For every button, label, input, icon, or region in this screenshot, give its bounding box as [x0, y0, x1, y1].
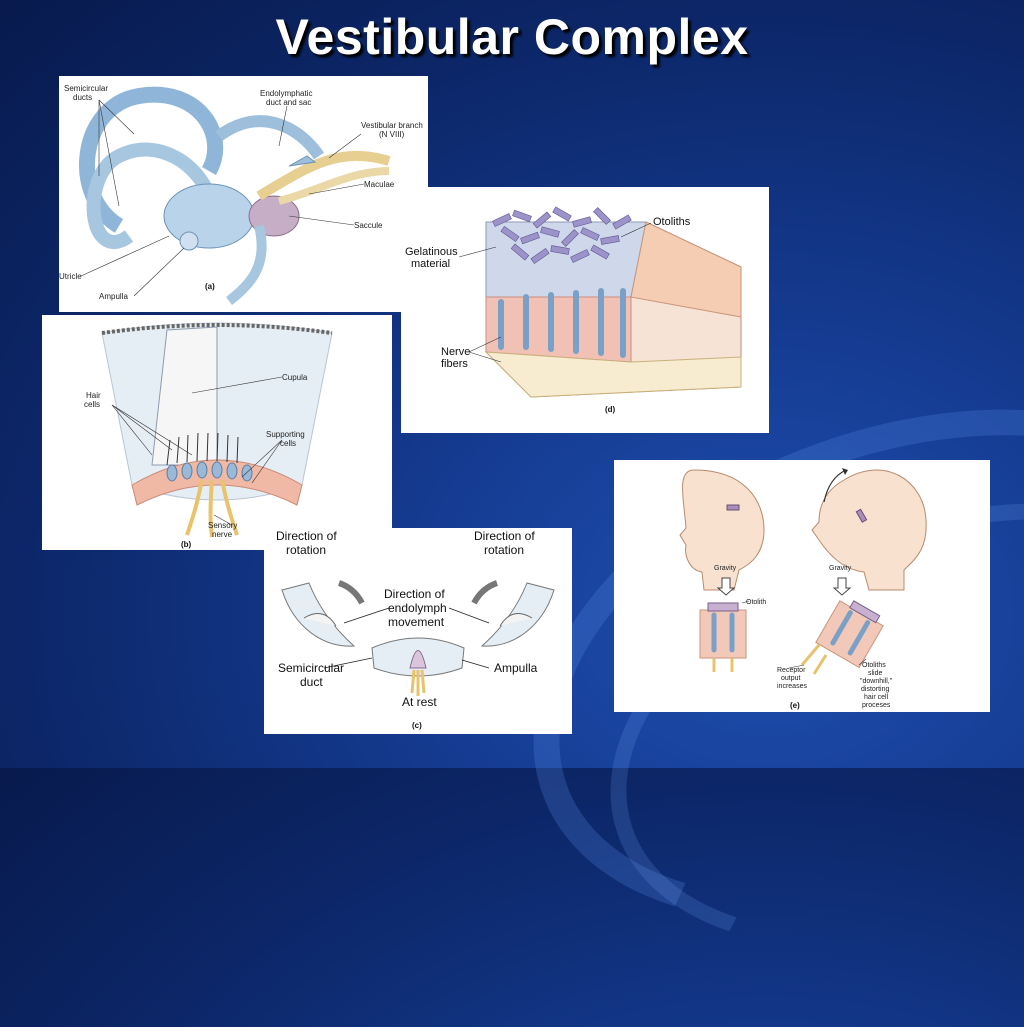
- macula-illustration: Otoliths Gelatinous material Nerve fiber…: [405, 206, 742, 414]
- tilt-arrow: [823, 469, 847, 503]
- label-at-rest: At rest: [402, 695, 437, 709]
- label-maculae: Maculae: [364, 180, 395, 189]
- gravity-arrow-right: [832, 577, 852, 596]
- label-direction-rotation-right: rotation: [484, 543, 524, 557]
- inner-ear-illustration: Semicircular ducts Endolymphatic duct an…: [59, 84, 423, 305]
- nerve-rest-shape: [410, 669, 426, 696]
- panel-b-crista: Cupula Hair cells Supporting cells Senso…: [42, 315, 392, 550]
- cupula-rest-shape: [409, 650, 427, 669]
- label-otoliths-slide: distorting: [861, 686, 890, 693]
- label-sensory-nerve: nerve: [212, 530, 233, 539]
- surface-cells-shape: [630, 221, 742, 318]
- label-utricle: Utricle: [59, 272, 82, 281]
- label-nerve-fibers: Nerve: [441, 346, 470, 358]
- macula-upright-shape: [699, 609, 747, 659]
- slide-title: Vestibular Complex: [275, 9, 749, 65]
- label-saccule: Saccule: [354, 221, 383, 230]
- cupula-right-shape: [499, 613, 533, 627]
- panel-d-macula: Otoliths Gelatinous material Nerve fiber…: [401, 187, 769, 433]
- label-otoliths-slide: Otoliths: [862, 662, 886, 669]
- label-gravity-left: Gravity: [714, 565, 737, 572]
- label-supporting-cells: cells: [280, 439, 296, 448]
- label-receptor-output: increases: [777, 683, 807, 690]
- label-hair-cells: cells: [84, 400, 100, 409]
- otolith-upright-shape: [707, 602, 739, 612]
- label-direction-rotation-left: rotation: [286, 543, 326, 557]
- crista-illustration: Cupula Hair cells Supporting cells Senso…: [84, 322, 333, 549]
- nerve-fiber-layer-shape: [484, 351, 742, 398]
- panel-tag-e: (e): [790, 701, 800, 710]
- rotation-arrow-right: [471, 580, 499, 605]
- cochlear-duct-shape: [225, 224, 267, 305]
- label-endolymph-movement: endolymph: [388, 601, 447, 615]
- utricle-shape: [163, 183, 255, 249]
- label-semicircular-duct: duct: [300, 675, 323, 689]
- label-semicircular-ducts: Semicircular: [64, 84, 108, 93]
- inner-ear-marker-left: [726, 504, 740, 511]
- cupula-left-shape: [303, 613, 337, 627]
- gravity-arrow-left: [716, 577, 736, 596]
- label-sensory-nerve: Sensory: [208, 521, 237, 530]
- otolith-tilted-shape: [849, 600, 881, 624]
- vestibular-nerve-shape: [278, 167, 390, 205]
- rotation-illustration: Direction of rotation Direction of rotat…: [276, 529, 555, 730]
- label-endolymphatic: Endolymphatic: [260, 89, 312, 98]
- label-semicircular-duct: Semicircular: [278, 661, 344, 675]
- panel-tag-d: (d): [605, 405, 616, 414]
- label-cupula: Cupula: [282, 373, 308, 382]
- sensory-nerve-shape: [185, 479, 239, 538]
- label-semicircular-ducts: ducts: [73, 93, 92, 102]
- head-tilted-shape: [811, 469, 927, 591]
- label-otoliths-slide: slide: [868, 670, 883, 677]
- gravity-illustration: Gravity Gravity Otolith Receptor output …: [679, 468, 927, 710]
- nerve-tilted-shape: [800, 644, 828, 675]
- hair-cell-layer-shape: [485, 296, 632, 363]
- label-otoliths-slide: "downhill,": [860, 678, 893, 685]
- panel-tag-b: (b): [181, 540, 192, 549]
- label-otoliths: Otoliths: [653, 216, 691, 228]
- endolymphatic-duct-shape: [215, 115, 324, 160]
- label-otoliths-slide: proceses: [862, 702, 891, 709]
- tilt-arrowhead: [842, 468, 848, 475]
- ampulla-rim: [101, 323, 333, 335]
- label-vestibular-branch: Vestibular branch: [361, 121, 423, 130]
- label-gelatinous-material: Gelatinous: [405, 246, 458, 258]
- label-gelatinous-material: material: [411, 258, 450, 270]
- panel-tag-a: (a): [205, 282, 215, 291]
- label-endolymph-movement: movement: [388, 615, 445, 629]
- label-endolymph-movement: Direction of: [384, 587, 445, 601]
- label-ampulla: Ampulla: [99, 292, 128, 301]
- label-gravity-right: Gravity: [829, 565, 852, 572]
- panel-tag-c: (c): [412, 721, 422, 730]
- panel-e-gravity: Gravity Gravity Otolith Receptor output …: [614, 460, 990, 712]
- nerve-upright-shape: [712, 658, 734, 672]
- vestibular-nerve-shape: [256, 150, 391, 201]
- label-receptor-output: output: [781, 675, 801, 682]
- label-supporting-cells: Supporting: [266, 430, 305, 439]
- label-otolith: Otolith: [746, 599, 766, 606]
- panel-c-rotation: Direction of rotation Direction of rotat…: [264, 528, 572, 734]
- endolymphatic-sac-shape: [288, 155, 317, 167]
- head-upright-shape: [679, 469, 765, 591]
- label-otoliths-slide: hair cell: [864, 694, 889, 701]
- label-hair-cells: Hair: [86, 391, 101, 400]
- label-ampulla: Ampulla: [494, 661, 538, 675]
- label-vestibular-branch: (N VIII): [379, 130, 405, 139]
- semicircular-duct-shape: [86, 142, 216, 249]
- panel-a-inner-ear: Semicircular ducts Endolymphatic duct an…: [59, 76, 428, 312]
- rotation-arrow-left: [337, 580, 365, 605]
- label-endolymphatic: duct and sac: [266, 98, 311, 107]
- inner-ear-marker-right: [855, 508, 868, 523]
- label-nerve-fibers: fibers: [441, 358, 468, 370]
- ampulla-shape: [179, 231, 199, 251]
- label-direction-rotation-left: Direction of: [276, 529, 337, 543]
- label-receptor-output: Receptor: [777, 667, 806, 674]
- label-direction-rotation-right: Direction of: [474, 529, 535, 543]
